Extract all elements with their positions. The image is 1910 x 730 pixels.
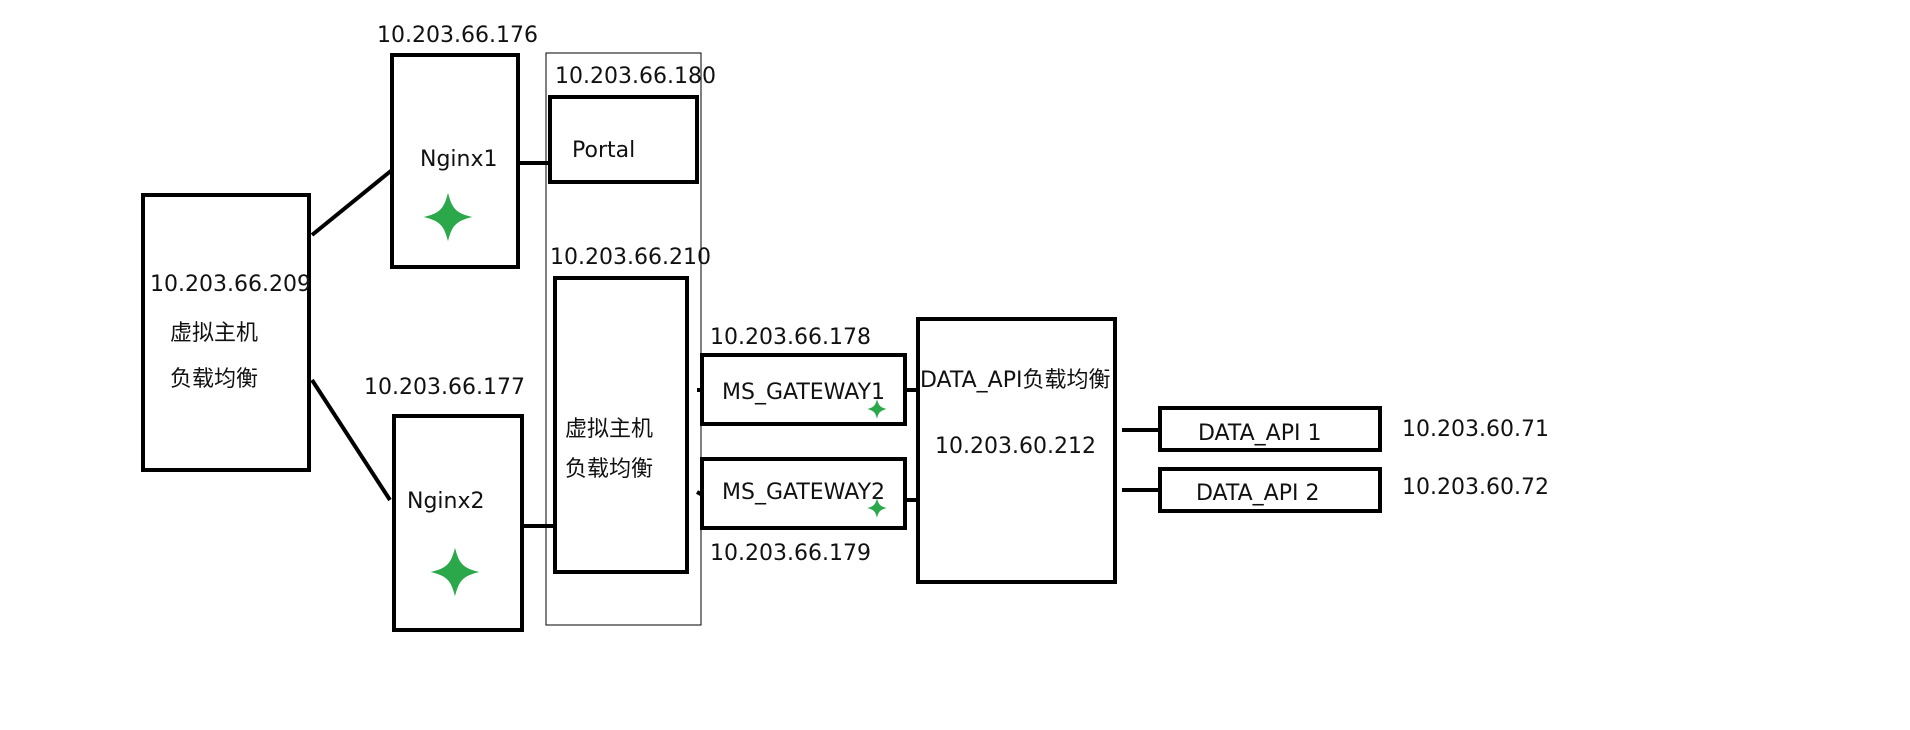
gateway2-ip: 10.203.66.179 [710, 541, 871, 566]
data-api-1-label: DATA_API 1 [1198, 421, 1321, 446]
gateway1-label: MS_GATEWAY1 [722, 380, 885, 405]
main-lb-label-line2: 负载均衡 [170, 367, 258, 392]
gateway2-node: MS_GATEWAY2 10.203.66.179 [700, 457, 907, 566]
gateway2-label: MS_GATEWAY2 [722, 480, 885, 505]
nginx1-node: 10.203.66.176 Nginx1 [377, 23, 538, 269]
nginx2-node: 10.203.66.177 Nginx2 [364, 375, 525, 632]
gateway1-node: 10.203.66.178 MS_GATEWAY1 [700, 325, 907, 426]
nginx1-ip: 10.203.66.176 [377, 23, 538, 48]
data-api-2-node: DATA_API 2 10.203.60.72 [1158, 467, 1549, 513]
inner-lb-node: 10.203.66.210 虚拟主机 负载均衡 [550, 245, 711, 574]
portal-ip: 10.203.66.180 [555, 64, 716, 89]
gateway1-box [700, 353, 907, 426]
nginx1-label: Nginx1 [420, 147, 498, 172]
nginx2-label: Nginx2 [407, 489, 485, 514]
group-outline [545, 52, 702, 626]
portal-label: Portal [572, 138, 635, 163]
link-main-lb-to-nginx1 [310, 168, 394, 237]
green-star-icon [867, 399, 887, 419]
nginx2-box [392, 414, 524, 632]
portal-box [548, 95, 699, 184]
data-lb-label: DATA_API负载均衡 [920, 368, 1110, 393]
main-lb-label-line1: 虚拟主机 [170, 321, 258, 346]
main-lb-box [141, 193, 311, 472]
data-lb-ip: 10.203.60.212 [935, 434, 1096, 459]
inner-lb-label-line1: 虚拟主机 [565, 417, 653, 442]
data-api-1-box [1158, 406, 1382, 452]
inner-lb-box [553, 276, 689, 574]
data-lb-box [916, 317, 1117, 584]
nginx2-ip: 10.203.66.177 [364, 375, 525, 400]
gateway1-ip: 10.203.66.178 [710, 325, 871, 350]
green-star-icon [423, 192, 473, 242]
data-api-2-ip: 10.203.60.72 [1402, 475, 1549, 500]
main-lb-ip: 10.203.66.209 [150, 272, 311, 297]
nginx1-box [390, 53, 520, 269]
green-star-icon [430, 547, 480, 597]
data-lb-node: DATA_API负载均衡 10.203.60.212 [916, 317, 1117, 584]
main-lb-node: 10.203.66.209 虚拟主机 负载均衡 [141, 193, 311, 472]
data-api-1-node: DATA_API 1 10.203.60.71 [1158, 406, 1549, 452]
data-api-2-box [1158, 467, 1382, 513]
data-api-1-ip: 10.203.60.71 [1402, 417, 1549, 442]
inner-lb-ip: 10.203.66.210 [550, 245, 711, 270]
data-api-2-label: DATA_API 2 [1196, 481, 1319, 506]
portal-node: 10.203.66.180 Portal [548, 64, 716, 184]
gateway2-box [700, 457, 907, 530]
green-star-icon [867, 498, 887, 518]
link-main-lb-to-nginx2 [310, 378, 392, 502]
inner-lb-label-line2: 负载均衡 [565, 457, 653, 482]
